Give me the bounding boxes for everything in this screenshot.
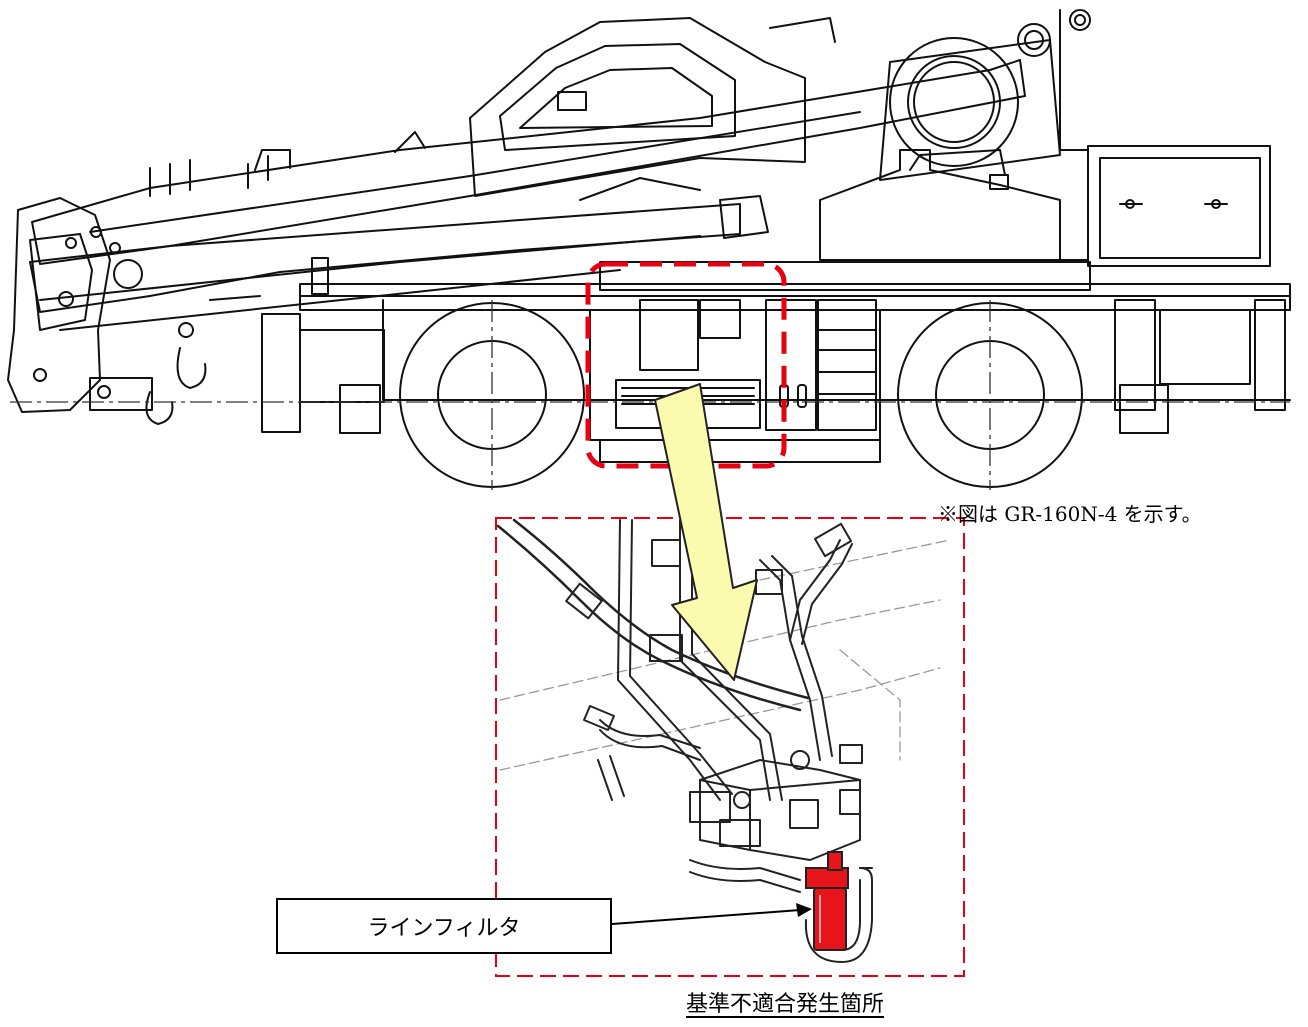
crane-line-drawing-icon xyxy=(7,9,1291,488)
zoom-arrow-icon xyxy=(654,383,758,681)
line-filter-callout: ラインフィルタ xyxy=(276,898,612,954)
hydraulic-piping-detail-icon xyxy=(496,518,951,963)
callout-arrowhead-icon xyxy=(796,903,812,917)
wheel-centerlines xyxy=(491,300,991,490)
callout-leader-line xyxy=(611,909,801,925)
model-note: ※図は GR-160N-4 を示す。 xyxy=(938,502,1202,526)
detail-region-box xyxy=(495,517,965,977)
line-filter-label: ラインフィルタ xyxy=(367,916,521,941)
nonconformity-caption: 基準不適合発生箇所 xyxy=(686,992,885,1017)
line-filter-icon xyxy=(805,851,849,951)
